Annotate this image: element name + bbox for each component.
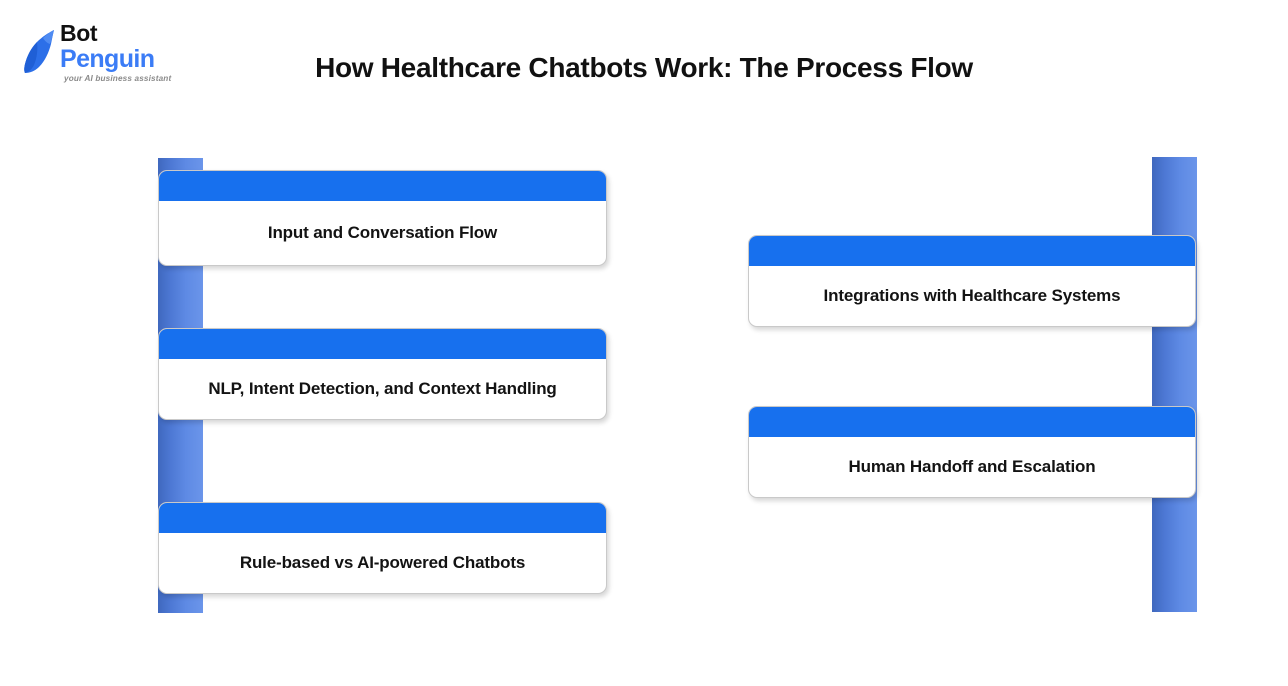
- page-title: How Healthcare Chatbots Work: The Proces…: [315, 52, 973, 83]
- card-body-3: Rule-based vs AI-powered Chatbots: [159, 533, 606, 593]
- card-header-accent-3: [159, 503, 606, 533]
- logo-text-penguin: Penguin: [60, 45, 155, 73]
- flow-step-card-4[interactable]: Integrations with Healthcare Systems: [748, 235, 1196, 327]
- card-title-4: Integrations with Healthcare Systems: [823, 285, 1121, 305]
- flow-step-card-1[interactable]: Input and Conversation Flow: [158, 170, 607, 266]
- card-body-2: NLP, Intent Detection, and Context Handl…: [159, 359, 606, 419]
- logo-wordmark: Bot Penguin: [60, 20, 155, 74]
- card-header-accent-4: [749, 236, 1195, 266]
- flow-step-card-3[interactable]: Rule-based vs AI-powered Chatbots: [158, 502, 607, 594]
- card-title-5: Human Handoff and Escalation: [848, 456, 1096, 476]
- card-body-4: Integrations with Healthcare Systems: [749, 266, 1195, 326]
- card-title-1: Input and Conversation Flow: [267, 222, 498, 242]
- card-body-5: Human Handoff and Escalation: [749, 437, 1195, 497]
- card-header-accent-1: [159, 171, 606, 201]
- penguin-icon: [18, 28, 60, 74]
- card-title-3: Rule-based vs AI-powered Chatbots: [239, 552, 526, 572]
- flow-step-card-5[interactable]: Human Handoff and Escalation: [748, 406, 1196, 498]
- card-title-2: NLP, Intent Detection, and Context Handl…: [208, 378, 557, 398]
- card-body-1: Input and Conversation Flow: [159, 201, 606, 265]
- logo-tagline: your AI business assistant: [64, 74, 172, 83]
- flow-rail-right: [1152, 157, 1197, 612]
- card-header-accent-2: [159, 329, 606, 359]
- card-header-accent-5: [749, 407, 1195, 437]
- flow-step-card-2[interactable]: NLP, Intent Detection, and Context Handl…: [158, 328, 607, 420]
- botpenguin-logo[interactable]: Bot Penguin your AI business assistant: [18, 22, 188, 88]
- logo-text-bot: Bot: [60, 20, 98, 46]
